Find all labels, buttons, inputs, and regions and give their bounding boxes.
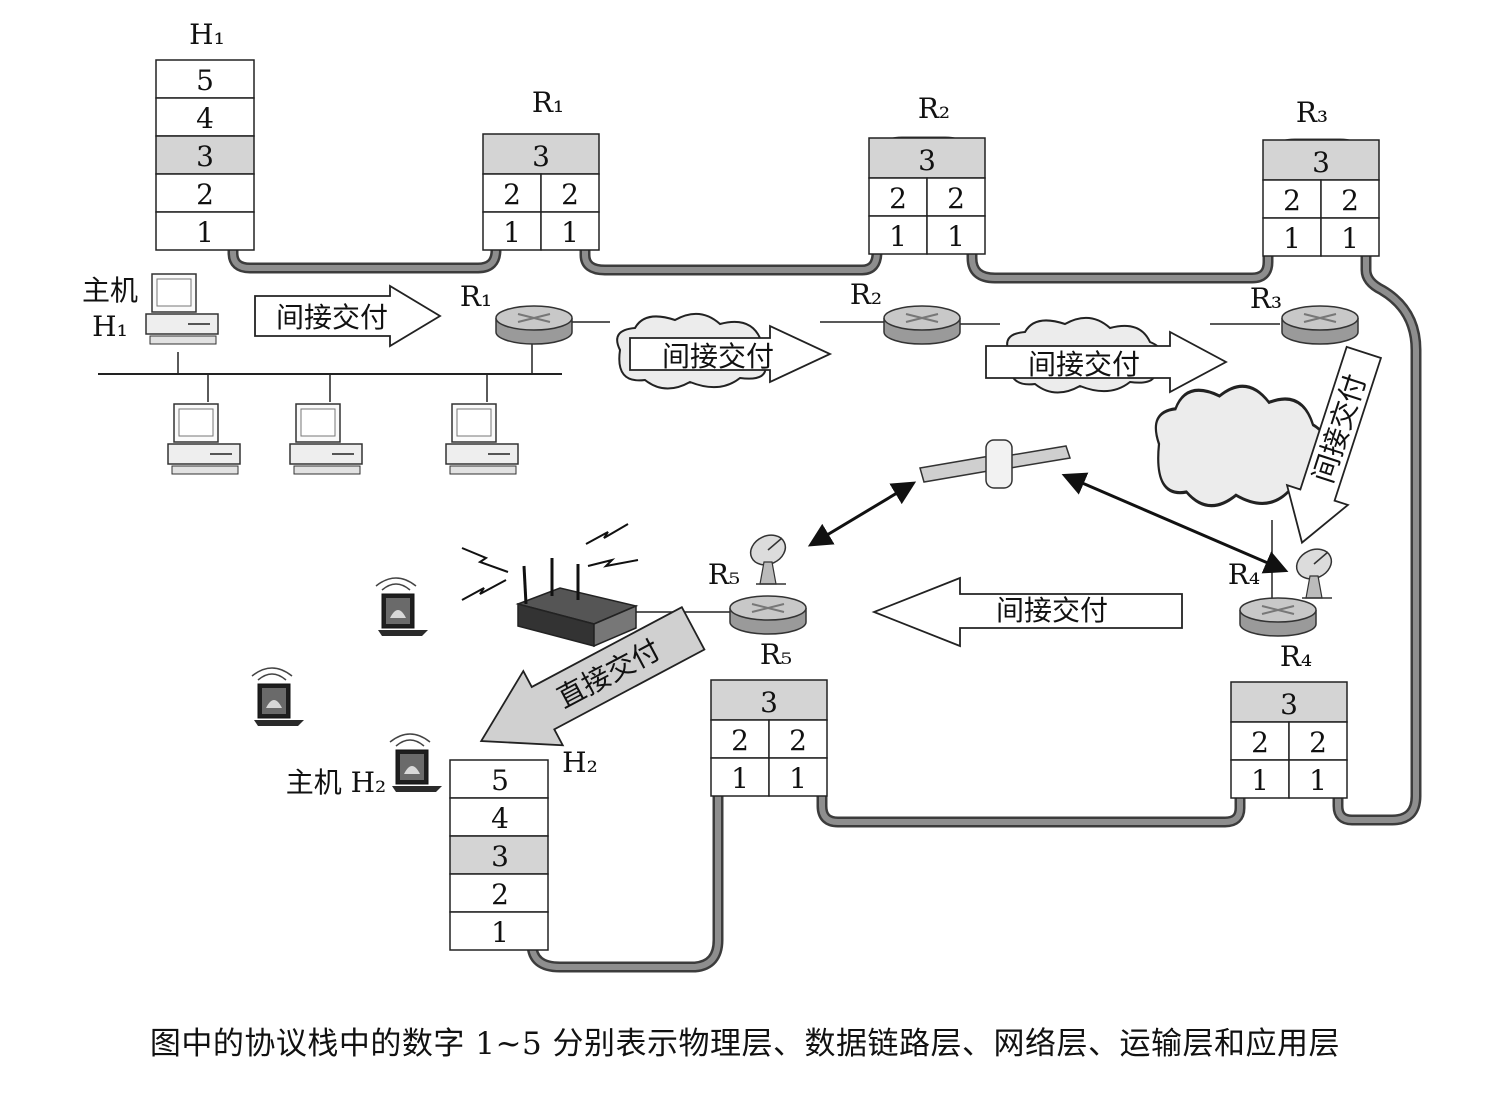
router-r2-stack-title: R₂: [918, 92, 950, 125]
r1-network-layer: 3: [532, 140, 550, 173]
router-r4-protocol-stack: R₄ 3 2 2 1 1: [1230, 640, 1348, 799]
r3-phys-right: 1: [1341, 222, 1359, 255]
router-r1-label: R₁: [460, 280, 492, 313]
host-h1-protocol-stack: H₁ 5 4 3 2 1: [155, 18, 255, 251]
laptop-icon: [251, 667, 305, 727]
r5-network-layer: 3: [760, 686, 778, 719]
satellite-dish-icon: [1291, 542, 1337, 599]
r5-phys-left: 1: [731, 762, 749, 795]
r2-network-layer: 3: [918, 144, 936, 177]
r1-phys-right: 1: [561, 216, 579, 249]
h1-layer-5: 5: [196, 64, 214, 97]
laptop-icon: [375, 577, 429, 637]
figure-caption: 图中的协议栈中的数字 1~5 分别表示物理层、数据链路层、网络层、运输层和应用层: [149, 1026, 1341, 1062]
router-r3-label: R₃: [1250, 282, 1282, 315]
r1-link-left: 2: [503, 178, 521, 211]
indirect-delivery-label: 间接交付: [276, 301, 388, 334]
router-r2-icon: [883, 305, 961, 345]
router-r4-icon: [1239, 597, 1317, 637]
lan-bus: [98, 342, 562, 402]
router-r1-stack-title: R₁: [532, 86, 564, 119]
wireless-router-icon: [515, 558, 639, 648]
h2-layer-4: 4: [491, 802, 509, 835]
wireless-signal-icon: [461, 523, 639, 601]
r2-phys-left: 1: [889, 220, 907, 253]
h2-layer-1: 1: [491, 916, 509, 949]
satellite-link-arrow: [807, 481, 917, 547]
r5-link-right: 2: [789, 724, 807, 757]
h1-layer-3: 3: [196, 140, 214, 173]
h1-layer-2: 2: [196, 178, 214, 211]
indirect-delivery-arrow-3: 间接交付: [985, 330, 1228, 394]
host-h2-protocol-stack: H₂ 5 4 3 2 1: [449, 746, 598, 951]
lan-computer-icon: [289, 403, 363, 475]
r2-link-left: 2: [889, 182, 907, 215]
router-r1-protocol-stack: R₁ 3 2 2 1 1: [482, 86, 600, 251]
r5-link-left: 2: [731, 724, 749, 757]
router-r3-stack-title: R₃: [1296, 96, 1328, 129]
host-h2-stack-title: H₂: [562, 746, 598, 779]
r1-link-right: 2: [561, 178, 579, 211]
r2-link-right: 2: [947, 182, 965, 215]
router-r3-protocol-stack: R₃ 3 2 2 1 1: [1262, 96, 1380, 257]
router-r1-icon: [495, 305, 573, 345]
indirect-delivery-arrow-2: 间接交付: [629, 324, 833, 384]
r4-network-layer: 3: [1280, 688, 1298, 721]
host-h2-laptop-icon: [389, 733, 443, 793]
h2-layer-5: 5: [491, 764, 509, 797]
router-r5-icon: [729, 595, 807, 635]
router-r4-label: R₄: [1228, 558, 1260, 591]
satellite-icon: [919, 439, 1071, 489]
lan-computer-icon: [167, 403, 241, 475]
r4-link-left: 2: [1251, 726, 1269, 759]
router-r2-protocol-stack: R₂ 3 2 2 1 1: [868, 92, 986, 255]
r4-link-right: 2: [1309, 726, 1327, 759]
router-r4-stack-title: R₄: [1280, 640, 1312, 673]
host-h1-label-top: 主机: [82, 274, 138, 307]
r3-phys-left: 1: [1283, 222, 1301, 255]
router-r3-icon: [1281, 305, 1359, 345]
r1-phys-left: 1: [503, 216, 521, 249]
indirect-delivery-arrow-5: 间接交付: [871, 576, 1183, 648]
r4-phys-left: 1: [1251, 764, 1269, 797]
indirect-delivery-label: 间接交付: [996, 594, 1108, 627]
router-r5-label: R₅: [708, 558, 740, 591]
router-r2-label: R₂: [850, 278, 882, 311]
indirect-delivery-arrow-1: 间接交付: [254, 284, 442, 348]
h2-layer-2: 2: [491, 878, 509, 911]
h2-layer-3: 3: [491, 840, 509, 873]
data-flow-path: [227, 68, 1422, 973]
r5-phys-right: 1: [789, 762, 807, 795]
router-r5-protocol-stack: R₅ 3 2 2 1 1: [710, 638, 828, 797]
r2-phys-right: 1: [947, 220, 965, 253]
satellite-link-arrow: [1061, 472, 1289, 574]
indirect-delivery-label: 间接交付: [1028, 348, 1140, 381]
host-h2-label: 主机 H₂: [286, 766, 387, 799]
r3-network-layer: 3: [1312, 146, 1330, 179]
host-h1-stack-title: H₁: [189, 18, 225, 51]
h1-layer-4: 4: [196, 102, 214, 135]
r3-link-left: 2: [1283, 184, 1301, 217]
h1-layer-1: 1: [196, 216, 214, 249]
r3-link-right: 2: [1341, 184, 1359, 217]
host-h1-computer-icon: [145, 273, 219, 345]
lan-computer-icon: [445, 403, 519, 475]
indirect-delivery-label: 间接交付: [662, 340, 774, 373]
r4-phys-right: 1: [1309, 764, 1327, 797]
host-h1-label-bottom: H₁: [92, 310, 128, 343]
satellite-dish-icon: [745, 528, 791, 585]
router-r5-stack-title: R₅: [760, 638, 792, 671]
